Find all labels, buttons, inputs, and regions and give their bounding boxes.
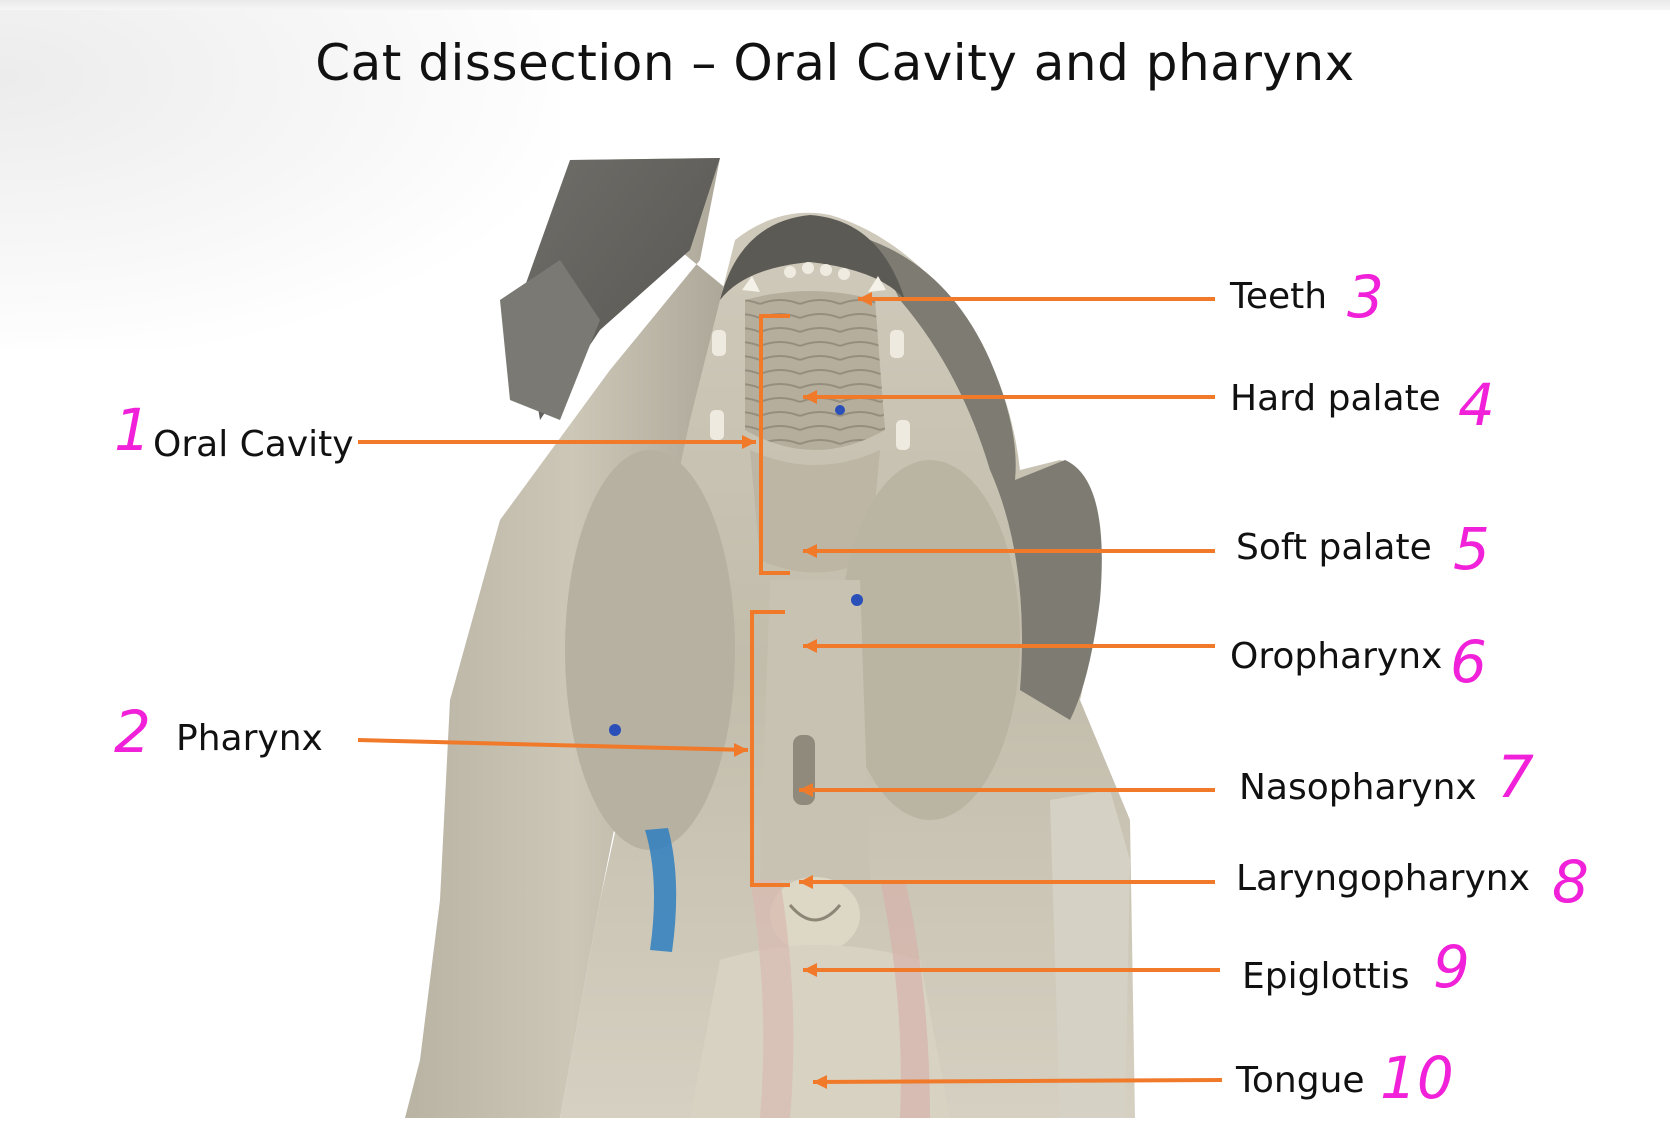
top-rule <box>0 0 1670 10</box>
teeth-row <box>710 262 910 450</box>
oral-cavity-number: 1 <box>114 396 151 464</box>
hard-palate-label: Hard palate <box>1230 378 1441 419</box>
right-label-nasopharynx: Nasopharynx 7 <box>799 743 1534 811</box>
pharynx-region <box>760 580 870 880</box>
right-tissue-mass <box>840 460 1020 820</box>
teeth-number: 3 <box>1347 263 1384 331</box>
arrowheads <box>734 292 872 1089</box>
soft-palate-region <box>750 450 880 573</box>
epiglottis-number: 9 <box>1433 933 1470 1001</box>
left-tissue-mass <box>565 450 735 850</box>
pharynx-bracket <box>750 610 790 887</box>
palate-ridges <box>745 291 885 450</box>
left-label-pharynx: 2 Pharynx <box>114 698 749 766</box>
left-label-oral-cavity: 1 Oral Cavity <box>114 396 756 465</box>
hard-palate-number: 4 <box>1458 371 1495 439</box>
snout <box>720 215 905 300</box>
left-brackets <box>750 314 790 887</box>
pharynx-leader <box>357 738 749 752</box>
soft-palate-number: 5 <box>1453 515 1490 583</box>
tongue-number: 10 <box>1380 1044 1454 1112</box>
epiglottis-label: Epiglottis <box>1242 956 1409 997</box>
laryngopharynx-label: Laryngopharynx <box>1236 858 1530 899</box>
epiglottis-region <box>770 877 860 953</box>
oropharynx-label: Oropharynx <box>1230 636 1442 677</box>
tongue-label: Tongue <box>1235 1060 1365 1101</box>
nasopharynx-number: 7 <box>1497 743 1534 811</box>
teeth-label: Teeth <box>1229 276 1327 317</box>
right-label-oropharynx: Oropharynx 6 <box>803 628 1487 696</box>
oropharynx-number: 6 <box>1450 628 1487 696</box>
blue-dyed-vessel <box>645 828 677 952</box>
right-label-tongue: Tongue 10 <box>812 1044 1454 1112</box>
slide-title: Cat dissection – Oral Cavity and pharynx <box>315 34 1355 92</box>
laryngopharynx-number: 8 <box>1552 848 1589 916</box>
dissection-photo <box>405 158 1135 1118</box>
right-label-teeth: Teeth 3 <box>858 263 1384 331</box>
right-label-soft-palate: Soft palate 5 <box>803 515 1490 583</box>
tongue-leader <box>812 1078 1223 1084</box>
oral-cavity-bracket <box>759 314 790 575</box>
pharynx-label: Pharynx <box>176 718 323 759</box>
oral-cavity-label: Oral Cavity <box>153 424 354 465</box>
right-label-epiglottis: Epiglottis 9 <box>803 933 1470 1001</box>
background-shade <box>0 10 560 350</box>
fur-cheek-right <box>870 240 1102 720</box>
right-label-laryngopharynx: Laryngopharynx 8 <box>799 848 1589 916</box>
fur-tuft-left <box>500 260 600 420</box>
pharynx-number: 2 <box>114 698 151 766</box>
soft-palate-label: Soft palate <box>1236 527 1432 568</box>
right-label-hard-palate: Hard palate 4 <box>803 371 1495 439</box>
nasopharynx-label: Nasopharynx <box>1239 767 1477 808</box>
tongue-region <box>690 945 950 1118</box>
